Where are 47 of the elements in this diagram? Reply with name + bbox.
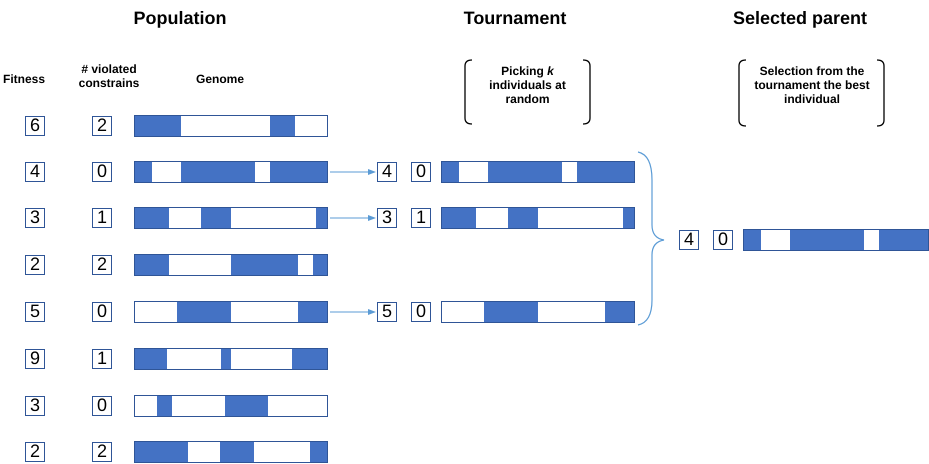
genome-bar bbox=[134, 254, 328, 276]
value-box: 1 bbox=[411, 208, 431, 228]
value-box: 0 bbox=[411, 162, 431, 182]
section-heading: Tournament bbox=[462, 8, 568, 28]
value-box: 4 bbox=[377, 162, 397, 182]
value-box: 3 bbox=[377, 208, 397, 228]
value-box: 2 bbox=[25, 255, 45, 275]
value-box: 2 bbox=[92, 116, 112, 136]
value-box: 1 bbox=[92, 349, 112, 369]
note-text: Picking k individuals at random bbox=[488, 64, 567, 106]
genome-bar bbox=[134, 441, 328, 463]
genome-bar bbox=[134, 395, 328, 417]
arrow bbox=[330, 215, 376, 221]
value-box: 0 bbox=[92, 302, 112, 322]
value-box: 0 bbox=[92, 162, 112, 182]
genome-bar bbox=[134, 348, 328, 370]
value-box: 6 bbox=[25, 116, 45, 136]
genome-bar bbox=[743, 229, 929, 251]
section-heading: Selected parent bbox=[732, 8, 868, 28]
value-box: 1 bbox=[92, 208, 112, 228]
value-box: 2 bbox=[92, 255, 112, 275]
value-box: 2 bbox=[25, 442, 45, 462]
section-heading: Population bbox=[132, 8, 228, 28]
genome-bar bbox=[134, 301, 328, 323]
value-box: 9 bbox=[25, 349, 45, 369]
value-box: 4 bbox=[679, 230, 699, 250]
column-heading: Fitness bbox=[2, 72, 46, 86]
value-box: 4 bbox=[25, 162, 45, 182]
column-heading: # violated constrains bbox=[78, 62, 140, 90]
value-box: 2 bbox=[92, 442, 112, 462]
value-box: 3 bbox=[25, 396, 45, 416]
value-box: 0 bbox=[411, 302, 431, 322]
genome-bar bbox=[134, 207, 328, 229]
value-box: 5 bbox=[25, 302, 45, 322]
genome-bar bbox=[441, 207, 635, 229]
arrow bbox=[330, 169, 376, 175]
value-box: 0 bbox=[92, 396, 112, 416]
value-box: 0 bbox=[713, 230, 733, 250]
arrow bbox=[330, 309, 376, 315]
genome-bar bbox=[441, 301, 635, 323]
genome-bar bbox=[441, 161, 635, 183]
note-text: Selection from the tournament the best individual bbox=[753, 64, 871, 106]
genome-bar bbox=[134, 115, 328, 137]
value-box: 5 bbox=[377, 302, 397, 322]
genome-bar bbox=[134, 161, 328, 183]
column-heading: Genome bbox=[194, 72, 245, 86]
value-box: 3 bbox=[25, 208, 45, 228]
